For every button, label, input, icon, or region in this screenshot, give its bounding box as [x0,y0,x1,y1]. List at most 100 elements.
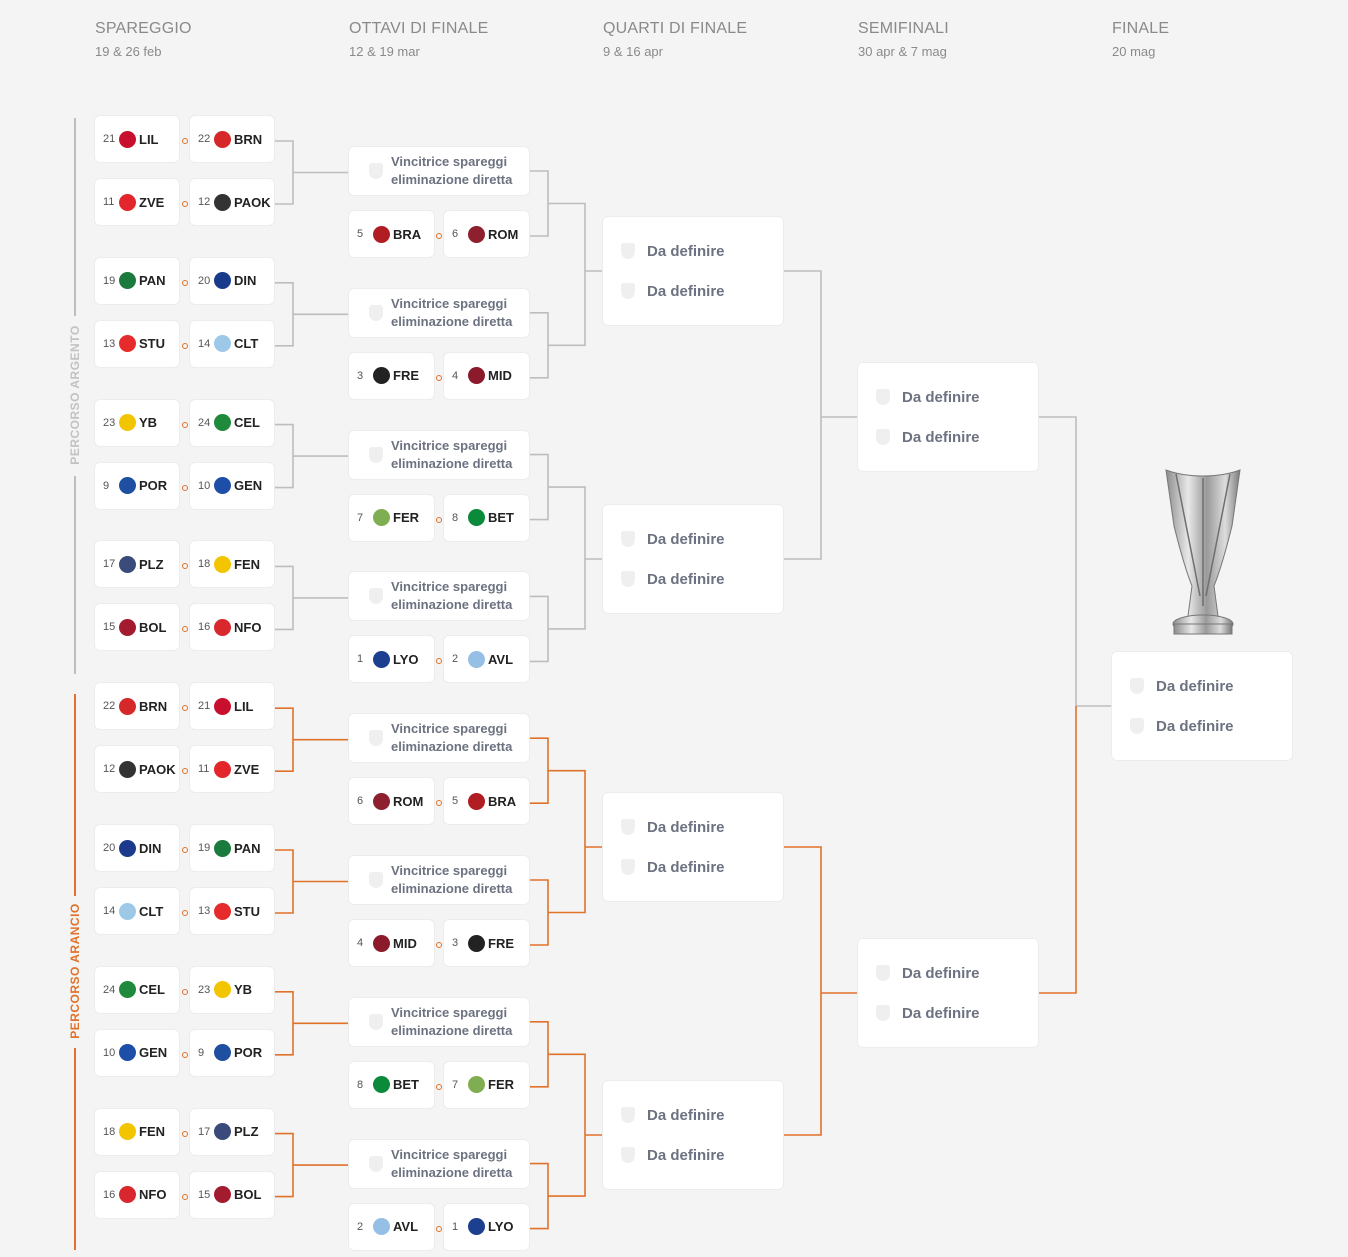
team-card[interactable]: 8 BET [349,1061,434,1108]
team-card[interactable]: 4 MID [444,352,529,399]
quarterfinal-card[interactable]: Da definire Da definire [603,217,783,325]
team-card[interactable]: 10 GEN [190,462,274,509]
team-card[interactable]: 8 BET [444,494,529,541]
bracket-connector [784,846,822,1136]
playoff-winner-placeholder[interactable]: Vincitrice spareggi eliminazione diretta [349,1139,529,1188]
team-card[interactable]: 21 LIL [190,683,274,730]
team-card[interactable]: 17 PLZ [95,541,179,588]
team-card[interactable]: 23 YB [95,399,179,446]
team-card[interactable]: 5 BRA [444,778,529,825]
team-crest-icon [119,414,136,432]
team-abbr: LIL [139,131,159,147]
team-card[interactable]: 1 LYO [444,1203,529,1250]
bracket-connector [275,707,294,773]
semifinal-card[interactable]: Da definire Da definire [858,939,1038,1047]
team-card[interactable]: 24 CEL [190,399,274,446]
team-card[interactable]: 18 FEN [95,1108,179,1155]
team-crest-icon [373,509,390,527]
team-card[interactable]: 20 DIN [95,825,179,871]
team-seed: 20 [103,842,116,854]
playoff-winner-placeholder[interactable]: Vincitrice spareggi eliminazione diretta [349,572,529,621]
team-card[interactable]: 21 LIL [95,116,179,162]
tbd-team: Da definire [876,377,1038,417]
team-card[interactable]: 13 STU [95,320,179,367]
placeholder-line2: eliminazione diretta [391,313,513,329]
team-card[interactable]: 20 DIN [190,257,274,304]
team-card[interactable]: 6 ROM [444,211,529,257]
team-abbr: ZVE [234,761,260,777]
playoff-winner-placeholder[interactable]: Vincitrice spareggi eliminazione diretta [349,147,529,195]
team-card[interactable]: 10 GEN [95,1029,179,1076]
vs-dot-icon [182,563,188,570]
quarterfinal-card[interactable]: Da definire Da definire [603,1081,783,1189]
team-card[interactable]: 19 PAN [95,257,179,304]
team-card[interactable]: 14 CLT [190,320,274,367]
team-card[interactable]: 9 POR [95,462,179,509]
team-card[interactable]: 13 STU [190,888,274,934]
placeholder-line1: Vincitrice spareggi [391,579,508,595]
quarterfinal-card[interactable]: Da definire Da definire [603,793,783,901]
stage-date: 12 & 19 mar [349,44,420,59]
team-abbr: BRN [234,131,263,147]
stage-title: OTTAVI DI FINALE [349,20,489,37]
vs-dot-icon [182,421,188,428]
team-card[interactable]: 11 ZVE [190,746,274,793]
team-seed: 3 [452,937,459,949]
bracket-connector [530,453,549,521]
team-card[interactable]: 22 BRN [95,683,179,730]
playoff-winner-placeholder[interactable]: Vincitrice spareggi eliminazione diretta [349,430,529,479]
team-card[interactable]: 15 BOL [95,604,179,651]
team-seed: 10 [103,1046,116,1059]
playoff-winner-placeholder[interactable]: Vincitrice spareggi eliminazione diretta [349,714,529,763]
team-card[interactable]: 18 FEN [190,541,274,588]
team-seed: 21 [198,700,211,713]
team-abbr: BET [488,510,514,526]
vs-dot-icon [436,658,442,665]
team-card[interactable]: 3 FRE [444,920,529,966]
team-card[interactable]: 4 MID [349,920,434,966]
team-card[interactable]: 5 BRA [349,211,434,257]
team-card[interactable]: 3 FRE [349,352,434,399]
team-seed: 1 [357,653,364,666]
team-seed: 18 [198,558,211,571]
team-card[interactable]: 19 PAN [190,825,274,871]
team-card[interactable]: 16 NFO [95,1171,179,1218]
team-card[interactable]: 14 CLT [95,888,179,934]
team-card[interactable]: 16 NFO [190,604,274,651]
team-card[interactable]: 15 BOL [190,1171,274,1218]
team-card[interactable]: 11 ZVE [95,179,179,225]
team-crest-icon [214,981,231,999]
team-seed: 2 [452,653,459,666]
team-card[interactable]: 2 AVL [444,636,529,683]
quarterfinal-card[interactable]: Da definire Da definire [603,505,783,613]
team-card[interactable]: 23 YB [190,966,274,1013]
team-abbr: MID [488,368,512,384]
team-card[interactable]: 7 FER [349,494,434,541]
playoff-winner-placeholder[interactable]: Vincitrice spareggi eliminazione diretta [349,288,529,337]
team-seed: 23 [103,416,116,429]
team-card[interactable]: 17 PLZ [190,1108,274,1155]
team-abbr: MID [393,935,417,951]
team-card[interactable]: 12 PAOK [95,746,179,793]
final-card[interactable]: Da definire Da definire [1112,652,1292,760]
stage-date: 9 & 16 apr [603,44,663,59]
team-card[interactable]: 1 LYO [349,636,434,683]
team-seed: 15 [198,1188,211,1201]
team-card[interactable]: 24 CEL [95,966,179,1013]
playoff-winner-placeholder[interactable]: Vincitrice spareggi eliminazione diretta [349,856,529,904]
team-seed: 14 [103,905,116,917]
semifinal-card[interactable]: Da definire Da definire [858,363,1038,471]
tbd-team: Da definire [621,231,783,271]
placeholder-line1: Vincitrice spareggi [391,721,508,737]
team-card[interactable]: 9 POR [190,1029,274,1076]
team-card[interactable]: 12 PAOK [190,179,274,225]
team-card[interactable]: 22 BRN [190,116,274,162]
bracket-connector [548,769,586,914]
vs-dot-icon [182,705,188,712]
team-card[interactable]: 7 FER [444,1061,529,1108]
team-crest-icon [119,1123,136,1141]
team-card[interactable]: 2 AVL [349,1203,434,1250]
bracket-connector [784,270,822,560]
playoff-winner-placeholder[interactable]: Vincitrice spareggi eliminazione diretta [349,997,529,1046]
team-card[interactable]: 6 ROM [349,778,434,825]
